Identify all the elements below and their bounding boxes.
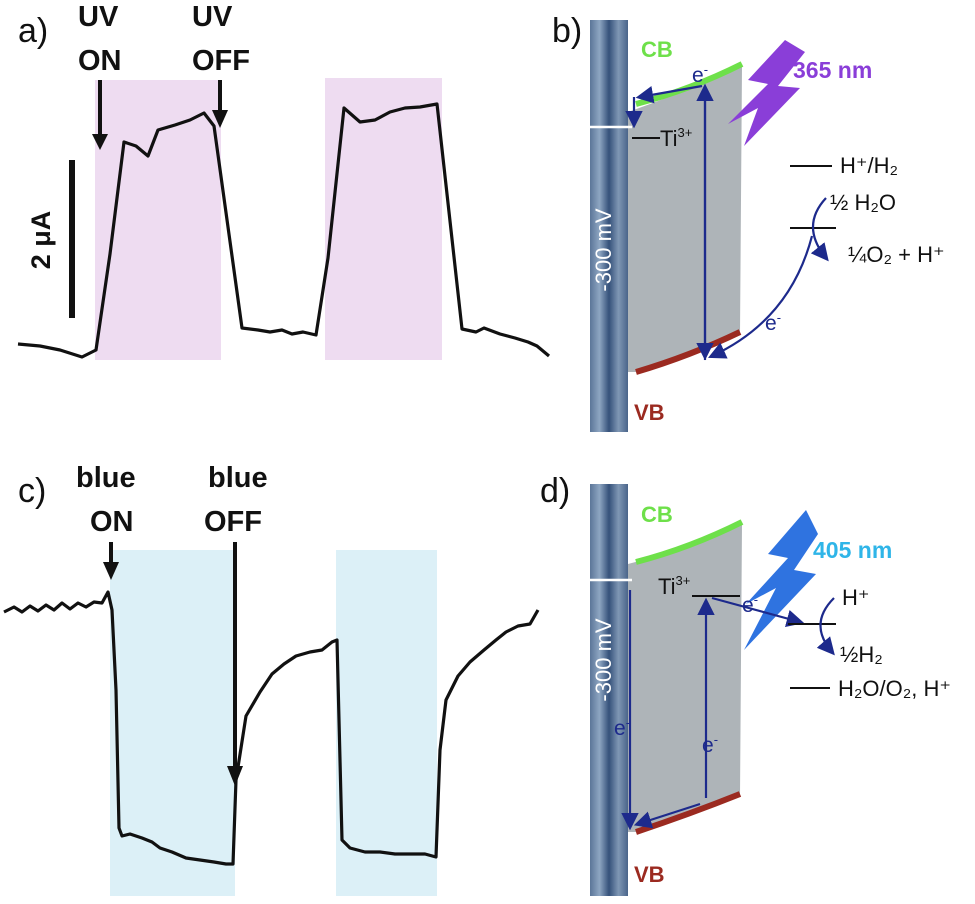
panel-a-letter: a) [18,12,48,50]
panel-a: a) UV ON UV OFF 2 μA [17,1,551,360]
ti3-label-d: Ti3+ [658,573,690,599]
scale-bar-label: 2 μA [26,211,56,270]
blue-on-label-line2: ON [90,506,134,538]
vb-label-d: VB [634,862,665,887]
electron-label-fto-d: e- [614,715,630,740]
h-couple-label-b: H⁺/H₂ [840,153,898,178]
electron-label-up-d: e- [702,732,718,757]
uv-on-arrowhead [92,134,108,150]
blue-off-label-line1: blue [208,462,268,494]
panel-b-letter: b) [552,12,582,50]
lightning-icon-365 [728,40,805,146]
electrode-fto-b [590,20,628,432]
cb-label-b: CB [641,37,673,62]
panel-c: c) blue ON blue OFF [3,462,540,896]
electron-label-cb-b: e- [692,62,708,87]
semiconductor-bandgap-d [628,524,742,832]
half-h2-label-d: ½H₂ [840,642,883,667]
vb-label-b: VB [634,400,665,425]
valence-band-b [635,329,742,375]
blue-on-arrowhead [103,562,119,580]
water-couple-label-d: H₂O/O₂, H⁺ [838,676,951,701]
oxygen-label-b: ¼O₂ + H⁺ [848,242,945,267]
uv-off-label-line1: UV [192,1,233,33]
uv-on-label-line1: UV [78,1,119,33]
wavelength-label-405: 405 nm [813,537,892,563]
vb-arrow-d [633,802,701,829]
panel-d: d) -300 mV CB VB Ti3+ 405 nm e- e- e- H⁺… [540,472,951,896]
panel-c-letter: c) [18,472,46,510]
electron-transfer-arrow-d [711,596,805,628]
lightning-icon-405 [744,510,818,650]
hole-transfer-arrow-b [708,235,814,359]
electron-arrow-cb-b [635,84,703,104]
potential-label-d: -300 mV [591,618,616,701]
cb-label-d: CB [641,502,673,527]
uv-off-arrowhead [212,110,228,128]
semiconductor-bandgap-b [628,66,742,372]
panel-d-letter: d) [540,472,570,510]
panel-b: b) -300 mV CB VB Ti3+ e- 365 nm H⁺/H₂ ½ … [552,12,945,432]
ti3-label-b: Ti3+ [660,125,692,151]
h-plus-label-d: H⁺ [842,585,870,610]
half-water-label-b: ½ H₂O [830,190,896,215]
reduction-arrow-d [816,597,835,656]
blue-on-shade-2 [336,550,437,896]
blue-on-label-line1: blue [76,462,136,494]
electron-label-transfer-d: e- [742,592,758,617]
conduction-band-d [635,519,744,565]
blue-on-shade-1 [110,550,235,896]
electron-label-transfer-b: e- [765,310,781,335]
wavelength-label-365: 365 nm [793,57,872,83]
potential-label-b: -300 mV [591,208,616,291]
photocurrent-trace-uv [17,102,551,359]
uv-on-label-line2: ON [78,45,122,77]
water-oxidation-arrow-b [810,197,829,262]
uv-on-shade-2 [325,78,442,360]
blue-off-label-line2: OFF [204,506,262,538]
photocurrent-trace-blue [3,590,540,866]
uv-off-label-line2: OFF [192,45,250,77]
uv-on-shade-1 [95,80,221,360]
